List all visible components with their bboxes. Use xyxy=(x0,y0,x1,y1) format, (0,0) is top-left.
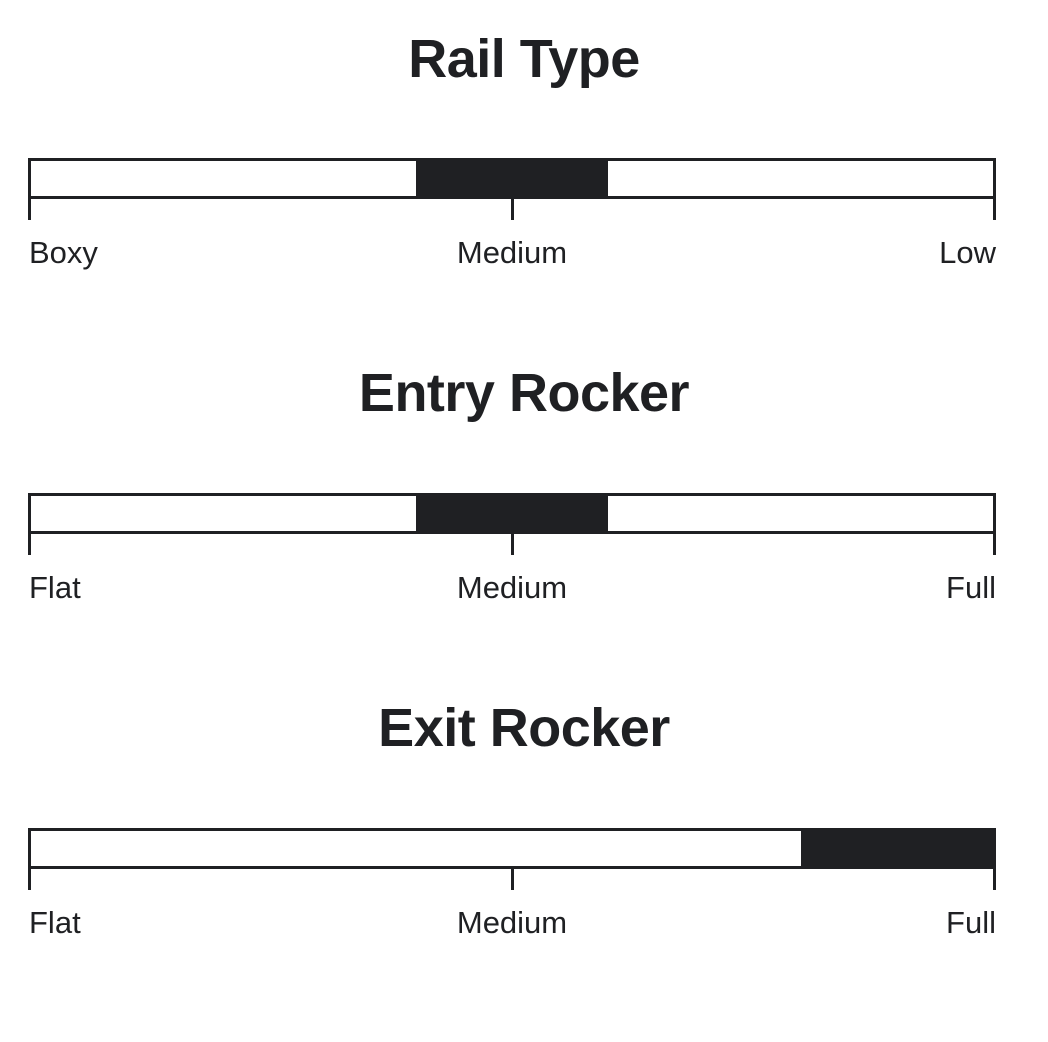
gauge-track[interactable] xyxy=(28,158,996,199)
axis-label-end: Low xyxy=(939,235,996,270)
gauge-track[interactable] xyxy=(28,493,996,534)
gauge-axis: Boxy Medium Low xyxy=(28,158,996,270)
axis-label-row: Flat Medium Full xyxy=(28,906,996,940)
tick-layer xyxy=(28,199,996,220)
gauge-title: Entry Rocker xyxy=(358,363,690,423)
axis-label-start: Boxy xyxy=(29,235,98,270)
tick-mark-middle xyxy=(510,199,514,220)
gauge-fill-segment xyxy=(415,493,609,534)
tick-layer xyxy=(28,869,996,890)
axis-label-row: Boxy Medium Low xyxy=(28,236,996,270)
tick-mark-start xyxy=(28,199,31,220)
axis-label-start: Flat xyxy=(29,905,81,940)
gauge-exit-rocker: Exit Rocker Flat Medium Full xyxy=(0,701,1048,940)
tick-mark-start xyxy=(28,869,31,890)
axis-label-middle: Medium xyxy=(456,570,568,605)
gauge-track[interactable] xyxy=(28,828,996,869)
tick-mark-start xyxy=(28,534,31,555)
tick-mark-end xyxy=(993,534,996,555)
tick-mark-middle xyxy=(510,869,514,890)
axis-label-row: Flat Medium Full xyxy=(28,571,996,605)
axis-label-start: Flat xyxy=(29,570,81,605)
gauge-title: Rail Type xyxy=(408,29,640,89)
gauge-fill-segment xyxy=(800,828,993,869)
tick-mark-end xyxy=(993,199,996,220)
gauge-title: Exit Rocker xyxy=(378,698,670,758)
gauge-rail-type: Rail Type Boxy Medium Low xyxy=(0,32,1048,270)
axis-label-middle: Medium xyxy=(456,905,568,940)
axis-label-middle: Medium xyxy=(456,235,568,270)
tick-layer xyxy=(28,534,996,555)
gauge-axis: Flat Medium Full xyxy=(28,493,996,605)
axis-label-end: Full xyxy=(946,905,996,940)
gauge-axis: Flat Medium Full xyxy=(28,828,996,940)
tick-mark-middle xyxy=(510,534,514,555)
gauge-fill-segment xyxy=(415,158,609,199)
tick-mark-end xyxy=(993,869,996,890)
axis-label-end: Full xyxy=(946,570,996,605)
gauge-entry-rocker: Entry Rocker Flat Medium Full xyxy=(0,366,1048,605)
